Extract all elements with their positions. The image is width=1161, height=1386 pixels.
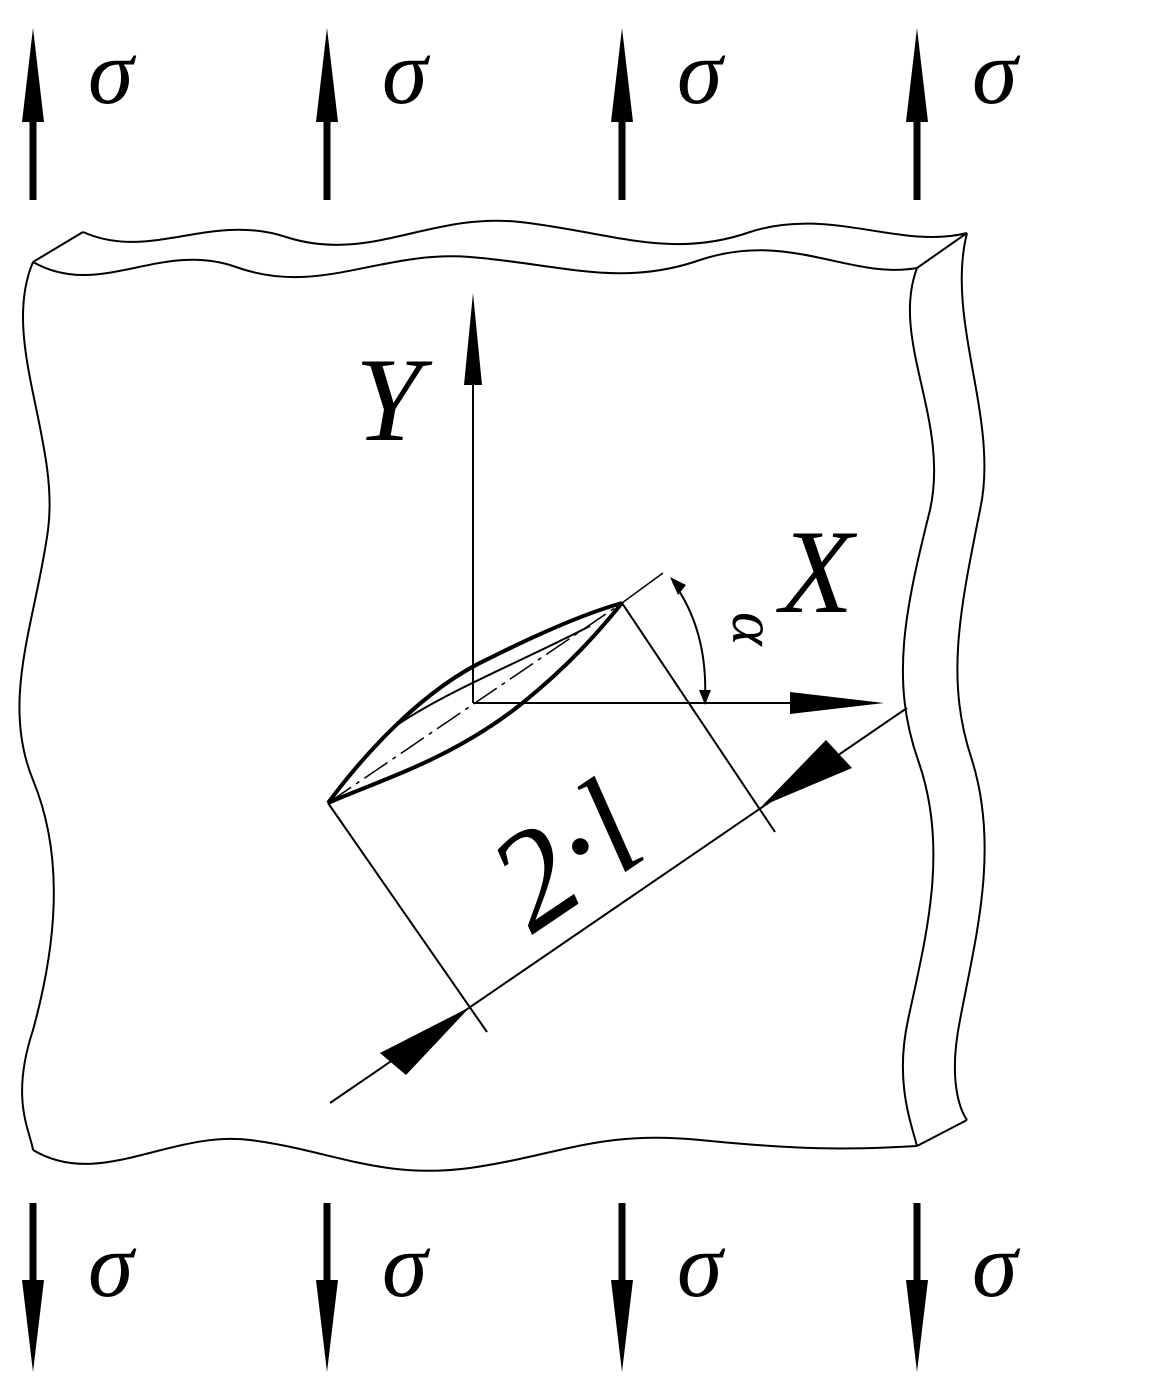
crack bbox=[326, 601, 624, 805]
plate-top-back-edge bbox=[82, 219, 968, 246]
plate-left-edge bbox=[18, 261, 55, 1151]
extension-line-right bbox=[621, 602, 776, 833]
dimension-arrow-lower bbox=[380, 1007, 470, 1075]
sigma-label-top-1: σ bbox=[88, 21, 137, 123]
extension-line-left bbox=[327, 802, 488, 1033]
crack-inner-line bbox=[399, 625, 591, 724]
sigma-label-bottom-1: σ bbox=[88, 1214, 137, 1316]
sigma-label-top-4: σ bbox=[972, 21, 1021, 123]
length-dimension bbox=[327, 602, 908, 1104]
angle-arc bbox=[672, 581, 707, 701]
crack-centerline bbox=[327, 602, 623, 804]
coordinate-axes bbox=[464, 293, 884, 714]
plate-right-edge bbox=[901, 267, 936, 1147]
stress-arrow-bottom-1 bbox=[22, 1203, 44, 1372]
y-axis bbox=[464, 293, 482, 703]
top-stress-arrows bbox=[22, 28, 928, 200]
y-axis-label: Y bbox=[355, 333, 433, 466]
stress-arrow-top-1 bbox=[22, 28, 44, 200]
dimension-arrow-upper bbox=[762, 740, 852, 806]
sigma-label-bottom-4: σ bbox=[972, 1214, 1021, 1316]
sigma-label-top-2: σ bbox=[382, 21, 431, 123]
crack-length-label: 2·l bbox=[463, 752, 669, 961]
plate-right-back-edge bbox=[953, 232, 986, 1121]
stress-arrow-top-2 bbox=[316, 28, 338, 200]
crack-lower-lip bbox=[327, 601, 624, 805]
angle-alpha-label: α bbox=[719, 612, 790, 647]
stress-arrow-top-4 bbox=[906, 28, 928, 200]
angle-dimension bbox=[621, 572, 711, 705]
top-sigma-labels: σ σ σ σ bbox=[88, 21, 1021, 123]
bottom-stress-arrows bbox=[22, 1203, 928, 1372]
plate bbox=[18, 219, 986, 1172]
x-axis-label: X bbox=[776, 505, 858, 638]
plate-bottom-edge bbox=[32, 1136, 918, 1172]
plate-top-edge bbox=[32, 249, 918, 279]
stress-arrow-bottom-3 bbox=[611, 1203, 633, 1372]
bottom-sigma-labels: σ σ σ σ bbox=[88, 1214, 1021, 1316]
sigma-label-top-3: σ bbox=[677, 21, 726, 123]
x-axis bbox=[473, 692, 884, 714]
sigma-label-bottom-2: σ bbox=[382, 1214, 431, 1316]
stress-arrow-bottom-2 bbox=[316, 1203, 338, 1372]
stress-arrow-top-3 bbox=[611, 28, 633, 200]
sigma-label-bottom-3: σ bbox=[677, 1214, 726, 1316]
stress-arrow-bottom-4 bbox=[906, 1203, 928, 1372]
crack-upper-lip bbox=[326, 601, 623, 805]
